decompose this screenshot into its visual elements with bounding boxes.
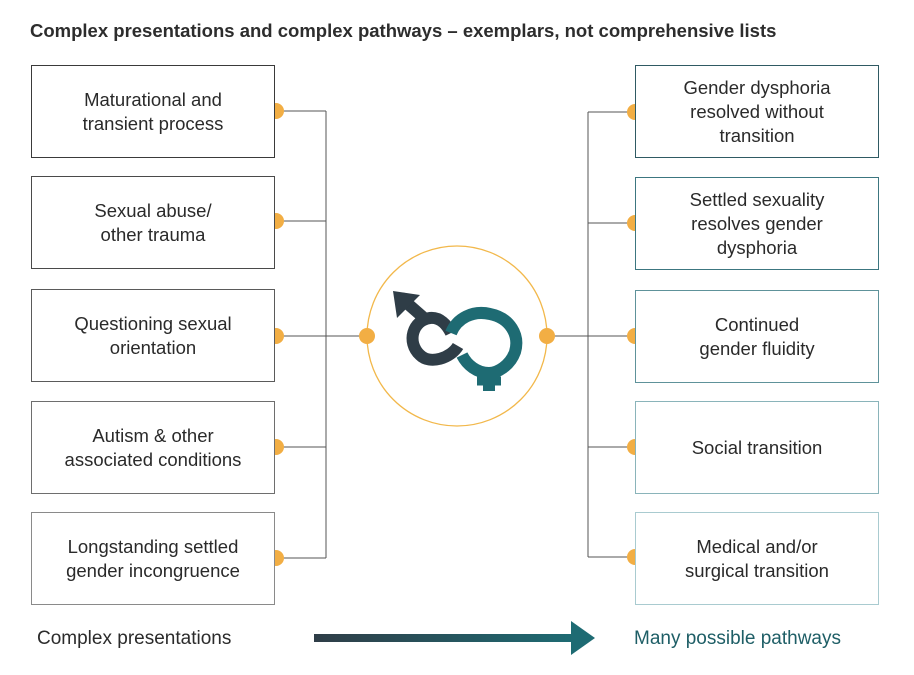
left-connectors: [276, 110, 367, 559]
box-label: Maturational and transient process: [82, 88, 224, 134]
left-box-autism: Autism & other associated conditions: [31, 401, 275, 494]
right-box-social-transition: Social transition: [635, 401, 879, 494]
box-label: Medical and/or surgical transition: [685, 535, 829, 581]
box-label: Social transition: [691, 436, 823, 458]
box-label: Settled sexuality resolves gender dyspho…: [689, 188, 825, 258]
connector-dot: [359, 328, 375, 344]
box-label: Longstanding settled gender incongruence: [66, 535, 240, 581]
footer-right-label: Many possible pathways: [634, 628, 841, 649]
right-box-gender-fluidity: Continued gender fluidity: [635, 290, 879, 383]
right-box-settled-sexuality: Settled sexuality resolves gender dyspho…: [635, 177, 879, 270]
gender-symbol-icon: [393, 291, 523, 391]
right-box-resolved-without-transition: Gender dysphoria resolved without transi…: [635, 65, 879, 158]
connector-dot: [539, 328, 555, 344]
page-title: Complex presentations and complex pathwa…: [30, 20, 777, 41]
left-box-maturational: Maturational and transient process: [31, 65, 275, 158]
left-box-questioning-orientation: Questioning sexual orientation: [31, 289, 275, 382]
left-box-longstanding-incongruence: Longstanding settled gender incongruence: [31, 512, 275, 605]
box-label: Continued gender fluidity: [699, 313, 815, 359]
footer-left-label: Complex presentations: [37, 628, 232, 649]
box-label: Gender dysphoria resolved without transi…: [683, 76, 831, 146]
left-box-sexual-abuse: Sexual abuse/ other trauma: [31, 176, 275, 269]
right-box-medical-transition: Medical and/or surgical transition: [635, 512, 879, 605]
box-label: Sexual abuse/ other trauma: [94, 199, 212, 245]
right-connectors: [547, 111, 635, 558]
gradient-arrow-icon: [314, 621, 595, 655]
box-label: Questioning sexual orientation: [74, 312, 232, 358]
box-label: Autism & other associated conditions: [64, 424, 242, 470]
